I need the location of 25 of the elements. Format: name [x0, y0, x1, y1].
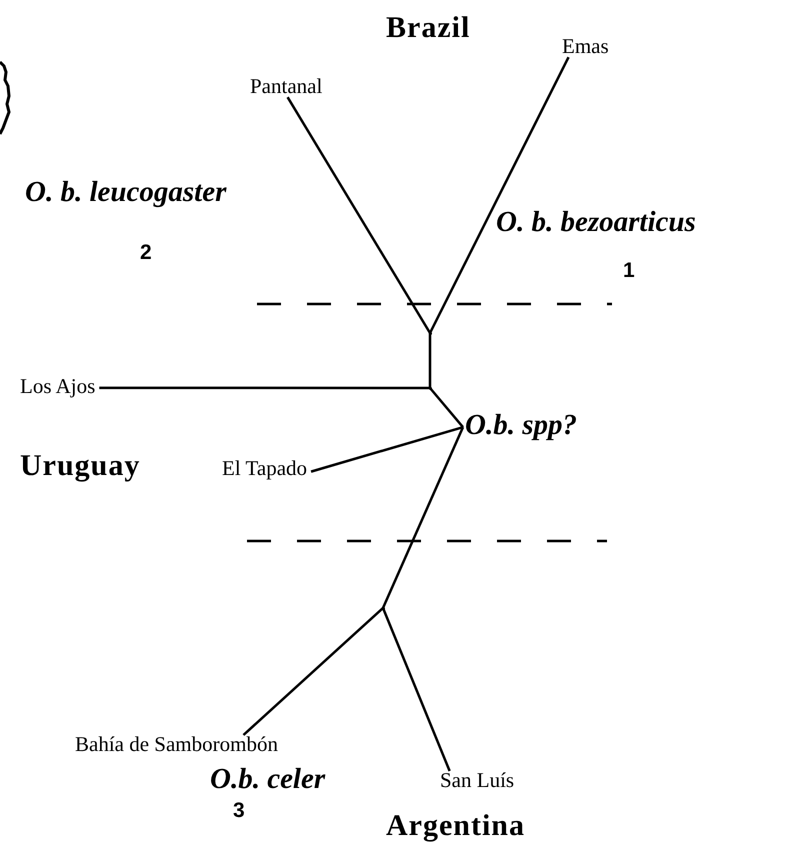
locality-name: El Tapado: [222, 456, 308, 482]
country-name: Argentina: [386, 808, 525, 844]
taxon-name: O. b. leucogaster: [25, 175, 226, 210]
tree-branch: [428, 56, 570, 334]
tree-branch: [99, 386, 430, 390]
tree-branch: [310, 426, 464, 473]
group-number: 2: [140, 240, 152, 266]
locality-name: Pantanal: [250, 74, 322, 100]
locality-name: Bahía de Samborombón: [75, 732, 278, 758]
tree-branch: [286, 96, 432, 334]
tree-branch: [429, 387, 464, 428]
country-name: Brazil: [386, 10, 470, 46]
tree-branch: [382, 608, 451, 772]
taxon-name: O.b. spp?: [465, 408, 577, 443]
group-number: 1: [623, 258, 635, 284]
locality-name: San Luís: [440, 768, 514, 794]
tree-branch: [382, 426, 464, 608]
locality-name: Emas: [562, 34, 609, 60]
tree-branch: [428, 333, 432, 388]
group-number: 3: [233, 798, 245, 824]
taxon-name: O. b. bezoarticus: [496, 205, 696, 240]
taxon-name: O.b. celer: [210, 762, 326, 797]
locality-name: Los Ajos: [20, 374, 96, 400]
country-name: Uruguay: [20, 448, 140, 484]
tree-branch: [242, 607, 384, 736]
